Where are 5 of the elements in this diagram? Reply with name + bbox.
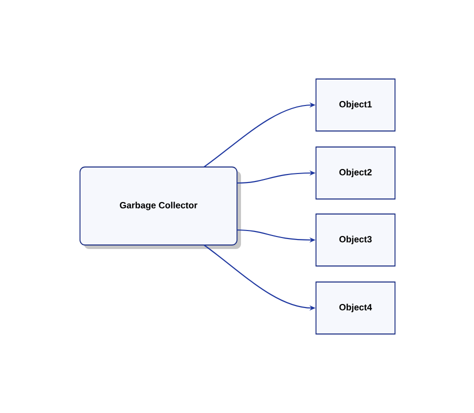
object-box: Object3	[316, 214, 396, 266]
object-box: Object1	[316, 78, 396, 132]
process-box: Garbage Collector	[80, 166, 241, 249]
object-box: Object4	[316, 282, 396, 334]
object-box: Object2	[316, 146, 396, 200]
